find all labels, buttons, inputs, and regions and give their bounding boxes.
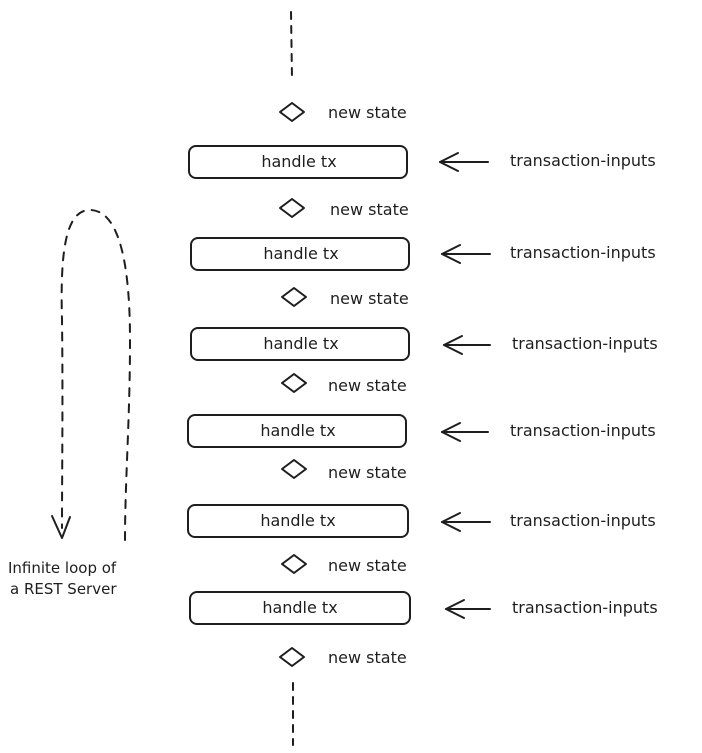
state-label: new state <box>328 376 407 395</box>
input-arrow-head-icon <box>443 335 463 355</box>
transaction-inputs-label: transaction-inputs <box>510 151 656 170</box>
transaction-inputs-label: transaction-inputs <box>512 598 658 617</box>
loop-arrow-head <box>51 515 71 539</box>
handle-tx-box <box>190 237 410 271</box>
state-diamond-icon <box>281 459 307 479</box>
state-label: new state <box>328 648 407 667</box>
loop-label: Infinite loop of a REST Server <box>8 558 117 600</box>
loop-label-line-1: Infinite loop of <box>8 559 117 577</box>
state-diamond-icon <box>279 102 305 122</box>
state-diamond-icon <box>279 647 305 667</box>
handle-tx-label: handle tx <box>263 334 339 353</box>
transaction-inputs-label: transaction-inputs <box>510 243 656 262</box>
state-diamond-icon <box>281 554 307 574</box>
input-arrow-head-icon <box>439 152 459 172</box>
handle-tx-box <box>189 591 411 625</box>
handle-tx-label: handle tx <box>263 244 339 263</box>
state-diamond-icon <box>281 373 307 393</box>
handle-tx-label: handle tx <box>260 421 336 440</box>
input-arrow-head-icon <box>445 599 465 619</box>
transaction-inputs-label: transaction-inputs <box>512 334 658 353</box>
state-label: new state <box>328 556 407 575</box>
loop-label-line-2: a REST Server <box>10 580 117 598</box>
state-diamond-icon <box>281 287 307 307</box>
input-arrow-head-icon <box>441 512 461 532</box>
state-label: new state <box>330 200 409 219</box>
handle-tx-label: handle tx <box>260 511 336 530</box>
handle-tx-box <box>188 145 408 179</box>
input-arrow-head-icon <box>441 244 461 264</box>
handle-tx-box <box>190 327 410 361</box>
handle-tx-box <box>187 504 409 538</box>
input-arrow-head-icon <box>441 422 461 442</box>
flow-line-top <box>290 11 293 79</box>
handle-tx-box <box>187 414 407 448</box>
handle-tx-label: handle tx <box>262 598 338 617</box>
state-label: new state <box>330 289 409 308</box>
transaction-inputs-label: transaction-inputs <box>510 511 656 530</box>
state-label: new state <box>328 463 407 482</box>
state-diamond-icon <box>279 198 305 218</box>
state-label-initial: new state <box>328 103 407 122</box>
handle-tx-label: handle tx <box>261 152 337 171</box>
transaction-inputs-label: transaction-inputs <box>510 421 656 440</box>
loop-arrow-arc <box>60 208 132 541</box>
